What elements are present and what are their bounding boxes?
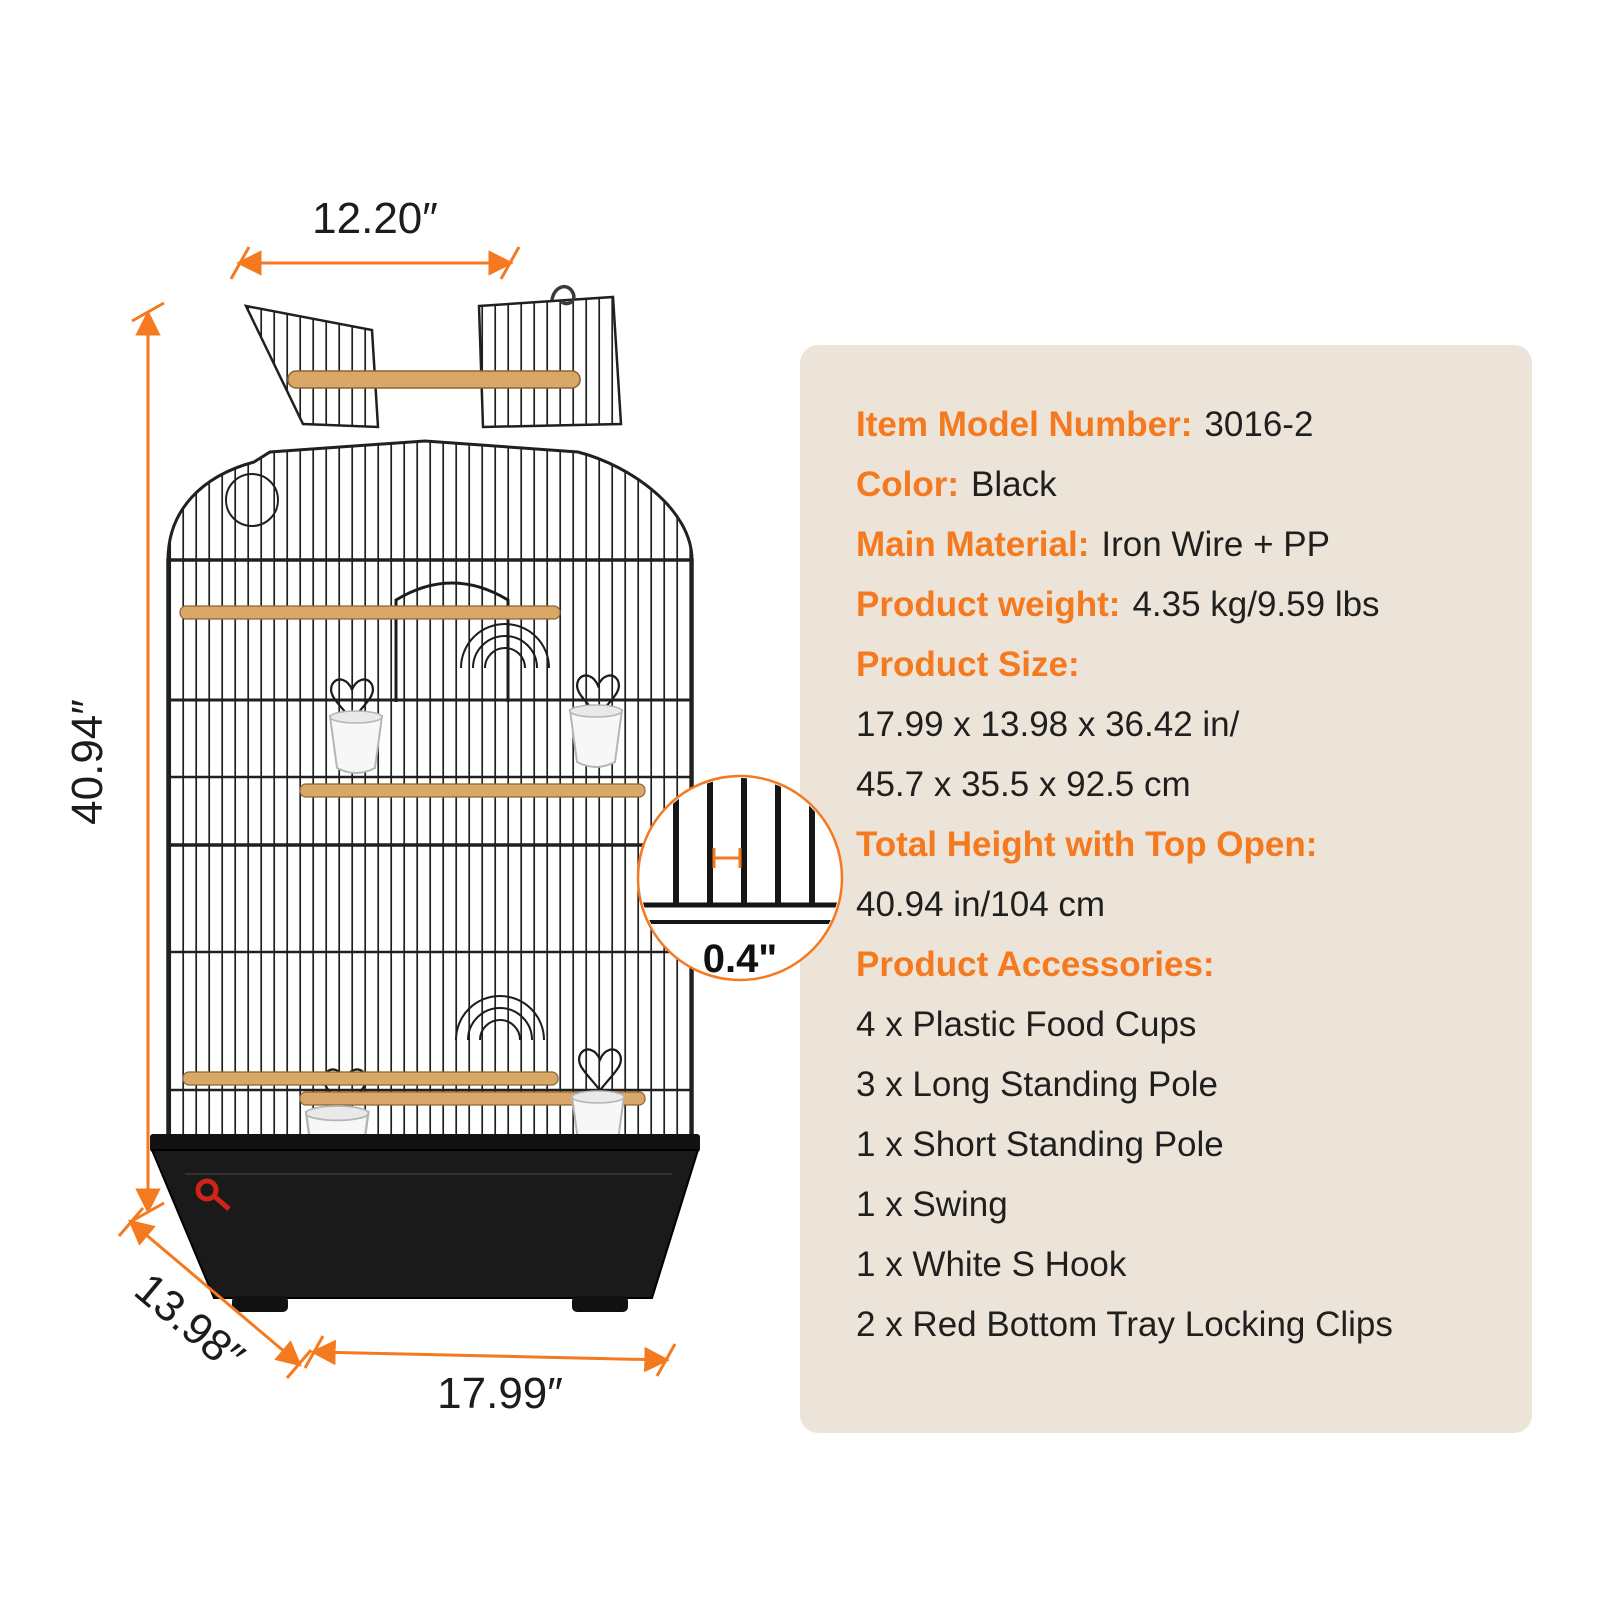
roof-shape — [166, 439, 694, 562]
spec-label: Product Accessories: — [856, 945, 1215, 984]
spec-row-size-in: 17.99 x 13.98 x 36.42 in/ — [856, 695, 1496, 755]
cage-left-flap — [243, 304, 380, 429]
spacing-measure-bracket — [712, 848, 742, 868]
spec-label: Main Material: — [856, 525, 1090, 564]
spec-value: 4 x Plastic Food Cups — [856, 1005, 1197, 1044]
spec-row-material: Main Material: Iron Wire + PP — [856, 515, 1496, 575]
spec-row-accessory-clips: 2 x Red Bottom Tray Locking Clips — [856, 1295, 1496, 1355]
red-locking-clip — [195, 1178, 231, 1211]
spec-value: 3 x Long Standing Pole — [856, 1065, 1218, 1104]
dimension-base-width: 17.99″ — [303, 1335, 677, 1418]
cage-body — [166, 558, 694, 1182]
spec-value: 17.99 x 13.98 x 36.42 in/ — [856, 705, 1240, 744]
dimension-base-width-label: 17.99″ — [437, 1369, 563, 1418]
arch-ornament-upper — [460, 623, 550, 669]
spec-row-accessory-hook: 1 x White S Hook — [856, 1235, 1496, 1295]
spec-label: Product weight: — [856, 585, 1121, 624]
s-hook-icon — [550, 284, 576, 306]
spec-row-accessory-swing: 1 x Swing — [856, 1175, 1496, 1235]
dimension-total-height-label: 40.94″ — [63, 699, 112, 825]
spec-value: 4.35 kg/9.59 lbs — [1132, 585, 1380, 624]
spec-value: Black — [971, 465, 1057, 504]
magnifier-ring — [636, 774, 844, 982]
cage-frame-wires — [168, 698, 692, 1092]
spec-value: 1 x Swing — [856, 1185, 1008, 1224]
dimension-top-width-label: 12.20″ — [312, 194, 438, 243]
tray-foot-right — [572, 1296, 628, 1312]
spec-row-accessory-short-pole: 1 x Short Standing Pole — [856, 1115, 1496, 1175]
wooden-perches — [179, 605, 646, 1106]
birdcage-illustration: 12.20″ 40.94″ 17.99″ 13.98″ — [63, 194, 844, 1418]
top-wooden-perch — [287, 370, 581, 389]
spec-label: Total Height with Top Open: — [856, 825, 1318, 864]
spec-value: 40.94 in/104 cm — [856, 885, 1106, 924]
cage-open-top — [243, 284, 623, 429]
spec-row-model: Item Model Number: 3016-2 — [856, 395, 1496, 455]
spec-value: 1 x Short Standing Pole — [856, 1125, 1224, 1164]
magnifier-background — [638, 776, 842, 980]
spec-row-color: Color: Black — [856, 455, 1496, 515]
wire-spacing-label: 0.4" — [703, 937, 778, 981]
spec-value: 45.7 x 35.5 x 92.5 cm — [856, 765, 1191, 804]
arch-ornament-lower — [455, 995, 545, 1041]
spec-row-size-heading: Product Size: — [856, 635, 1496, 695]
spec-value: 2 x Red Bottom Tray Locking Clips — [856, 1305, 1393, 1344]
spec-row-height-heading: Total Height with Top Open: — [856, 815, 1496, 875]
cage-tray — [150, 1134, 700, 1312]
spec-row-accessory-cups: 4 x Plastic Food Cups — [856, 995, 1496, 1055]
spec-value: 1 x White S Hook — [856, 1245, 1127, 1284]
tray-body — [150, 1149, 700, 1299]
tray-foot-left — [232, 1296, 288, 1312]
spec-row-accessory-long-pole: 3 x Long Standing Pole — [856, 1055, 1496, 1115]
roof-ornament — [225, 473, 279, 527]
spec-label: Color: — [856, 465, 960, 504]
spec-row-accessories-heading: Product Accessories: — [856, 935, 1496, 995]
spec-value: Iron Wire + PP — [1101, 525, 1330, 564]
spec-row-size-cm: 45.7 x 35.5 x 92.5 cm — [856, 755, 1496, 815]
cage-door — [394, 581, 510, 702]
dimension-total-height: 40.94″ — [63, 301, 165, 1223]
tray-rim — [150, 1134, 700, 1152]
spec-label: Item Model Number: — [856, 405, 1193, 444]
spec-row-height-value: 40.94 in/104 cm — [856, 875, 1496, 935]
spec-row-weight: Product weight: 4.35 kg/9.59 lbs — [856, 575, 1496, 635]
dimension-top-width: 12.20″ — [229, 194, 521, 280]
cage-right-flap — [477, 295, 623, 429]
cage-roof — [166, 439, 694, 562]
spec-value: 3016-2 — [1204, 405, 1314, 444]
spec-panel: Item Model Number: 3016-2 Color: Black Mai… — [800, 345, 1532, 1433]
spec-label: Product Size: — [856, 645, 1080, 684]
cage-wire-wall — [166, 558, 694, 1150]
